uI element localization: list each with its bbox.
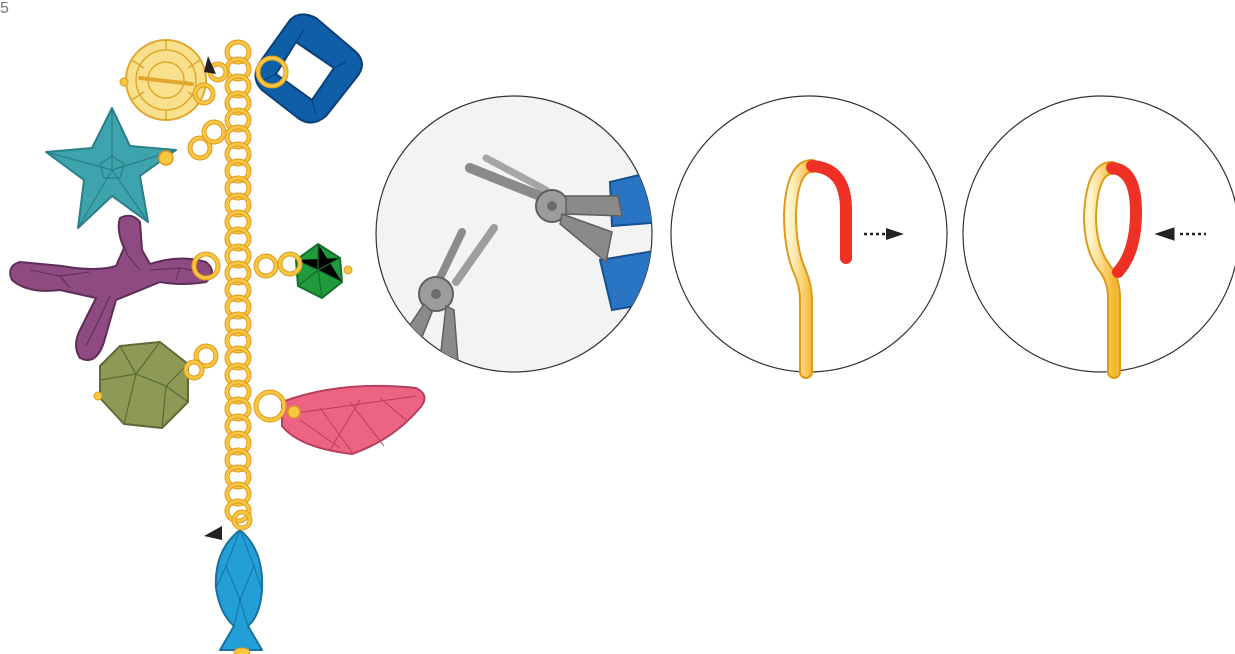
jump-ring bbox=[204, 122, 224, 142]
chain bbox=[227, 42, 249, 521]
jewelry-assembly bbox=[10, 14, 424, 654]
open-loop-panel bbox=[671, 96, 947, 372]
fish-bead bbox=[216, 530, 262, 654]
olive-nugget-bead bbox=[94, 342, 188, 428]
square-ring-bead bbox=[255, 14, 362, 122]
coral-bead bbox=[10, 216, 212, 360]
pink-leaf-bead bbox=[282, 386, 425, 454]
green-bicone-bead bbox=[296, 244, 352, 298]
starfish-bead bbox=[46, 108, 176, 228]
coin-charm bbox=[120, 40, 206, 120]
jump-ring bbox=[256, 392, 284, 420]
closed-loop-panel bbox=[963, 96, 1235, 372]
pointer-triangle-icon bbox=[204, 526, 222, 540]
jump-ring bbox=[256, 256, 276, 276]
pliers-panel bbox=[376, 96, 670, 372]
